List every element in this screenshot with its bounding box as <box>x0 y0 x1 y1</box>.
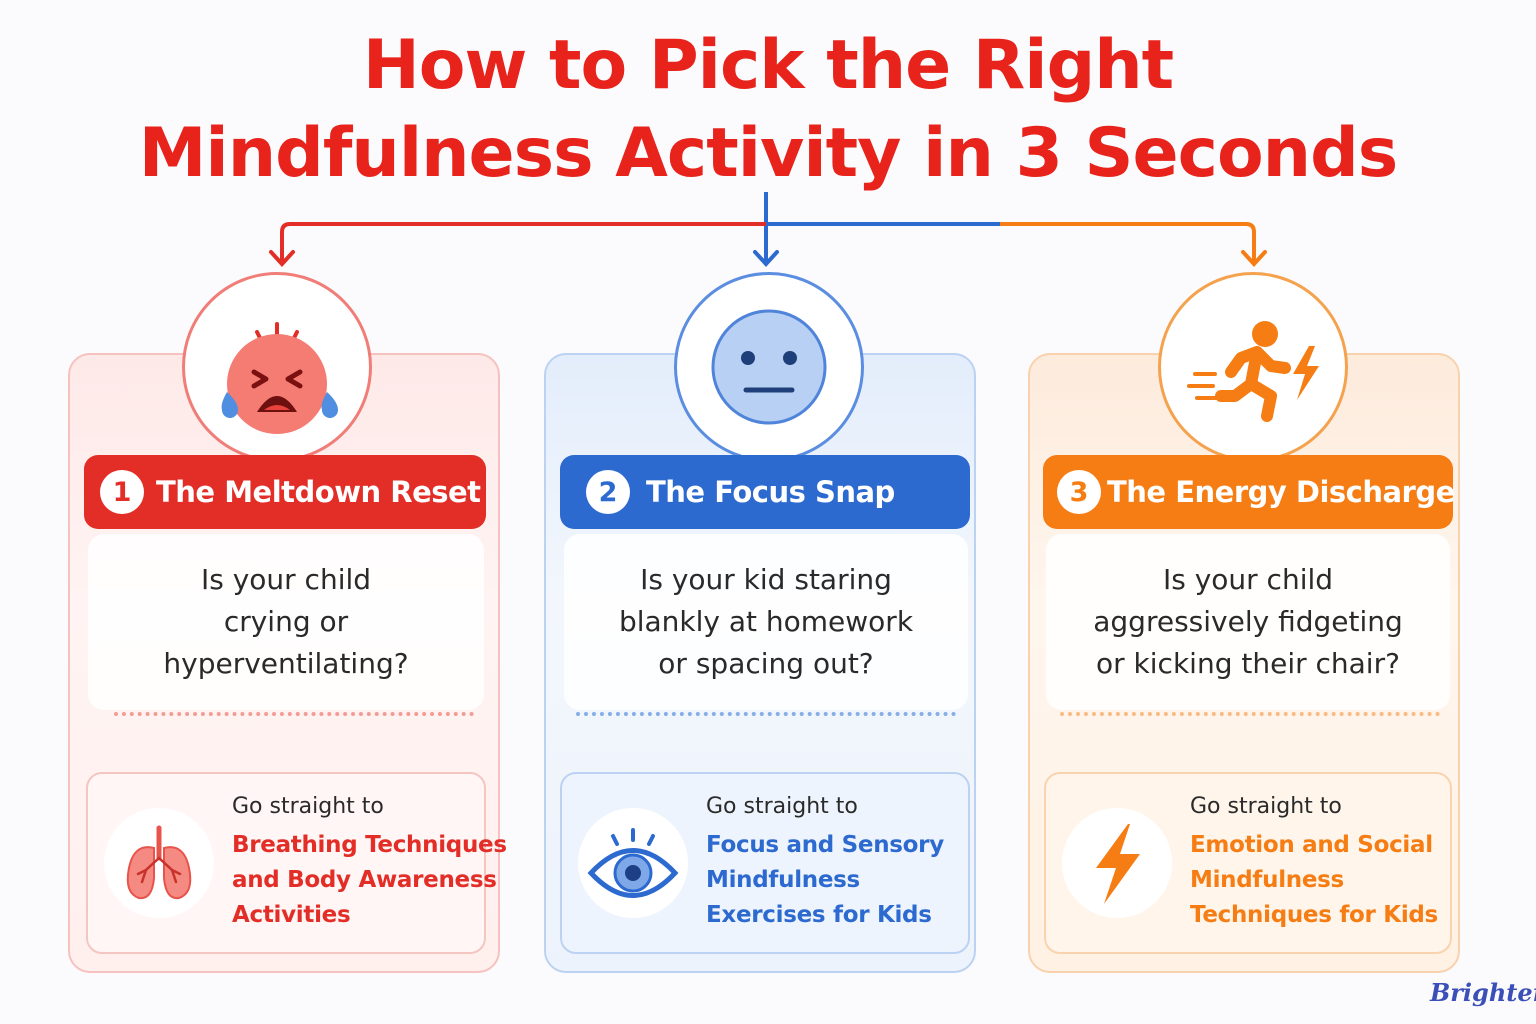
result-line: Techniques for Kids <box>1190 902 1438 928</box>
result-activity-link[interactable]: Breathing Techniques and Body Awareness … <box>232 828 507 933</box>
question-line: Is your child <box>1162 563 1334 596</box>
step-number: 3 <box>1057 470 1101 514</box>
question-line: hyperventilating? <box>163 647 409 680</box>
dotted-divider <box>576 712 956 720</box>
eye-icon <box>578 808 688 918</box>
result-line: Emotion and Social <box>1190 832 1433 858</box>
question-line: aggressively fidgeting <box>1093 605 1403 638</box>
step-number: 1 <box>100 470 144 514</box>
question-box: Is your child aggressively fidgeting or … <box>1046 534 1450 710</box>
question-line: crying or <box>223 605 349 638</box>
title-line-2: Mindfulness Activity in 3 Seconds <box>138 114 1398 193</box>
dotted-divider <box>1060 712 1440 720</box>
result-line: Breathing Techniques <box>232 832 507 858</box>
banner-label: The Focus Snap <box>646 475 895 509</box>
banner-energy-discharge: 3 The Energy Discharge <box>1043 455 1455 529</box>
go-to-label: Go straight to <box>1190 794 1342 819</box>
question-box: Is your kid staring blankly at homework … <box>564 534 968 710</box>
result-line: Activities <box>232 902 351 928</box>
question-line: or kicking their chair? <box>1096 647 1400 680</box>
result-box: Go straight to Focus and Sensory Mindful… <box>560 772 970 954</box>
question-box: Is your child crying or hyperventilating… <box>88 534 484 710</box>
crying-face-icon <box>182 272 372 462</box>
result-line: Exercises for Kids <box>706 902 932 928</box>
go-to-label: Go straight to <box>232 794 384 819</box>
title-line-1: How to Pick the Right <box>362 26 1174 105</box>
result-line: and Body Awareness <box>232 867 497 893</box>
question-line: Is your child <box>200 563 372 596</box>
banner-label: The Energy Discharge <box>1107 475 1455 509</box>
result-line: Mindfulness <box>706 867 860 893</box>
result-line: Focus and Sensory <box>706 832 944 858</box>
banner-meltdown-reset: 1 The Meltdown Reset <box>84 455 486 529</box>
result-activity-link[interactable]: Emotion and Social Mindfulness Technique… <box>1190 828 1438 933</box>
lungs-icon <box>104 808 214 918</box>
go-to-label: Go straight to <box>706 794 858 819</box>
banner-focus-snap: 2 The Focus Snap <box>560 455 970 529</box>
result-box: Go straight to Emotion and Social Mindfu… <box>1044 772 1452 954</box>
result-activity-link[interactable]: Focus and Sensory Mindfulness Exercises … <box>706 828 944 933</box>
question-line: blankly at homework <box>618 605 914 638</box>
question-line: Is your kid staring <box>640 563 892 596</box>
step-number: 2 <box>586 470 630 514</box>
lightning-bolt-icon <box>1062 808 1172 918</box>
result-box: Go straight to Breathing Techniques and … <box>86 772 507 954</box>
brighterly-logo: Brighterly <box>1430 978 1536 1007</box>
question-line: or spacing out? <box>658 647 874 680</box>
running-person-icon <box>1158 272 1348 462</box>
result-line: Mindfulness <box>1190 867 1344 893</box>
page-title: How to Pick the Right Mindfulness Activi… <box>0 22 1536 198</box>
dotted-divider <box>114 712 474 720</box>
neutral-face-icon <box>674 272 864 462</box>
banner-label: The Meltdown Reset <box>156 475 481 509</box>
